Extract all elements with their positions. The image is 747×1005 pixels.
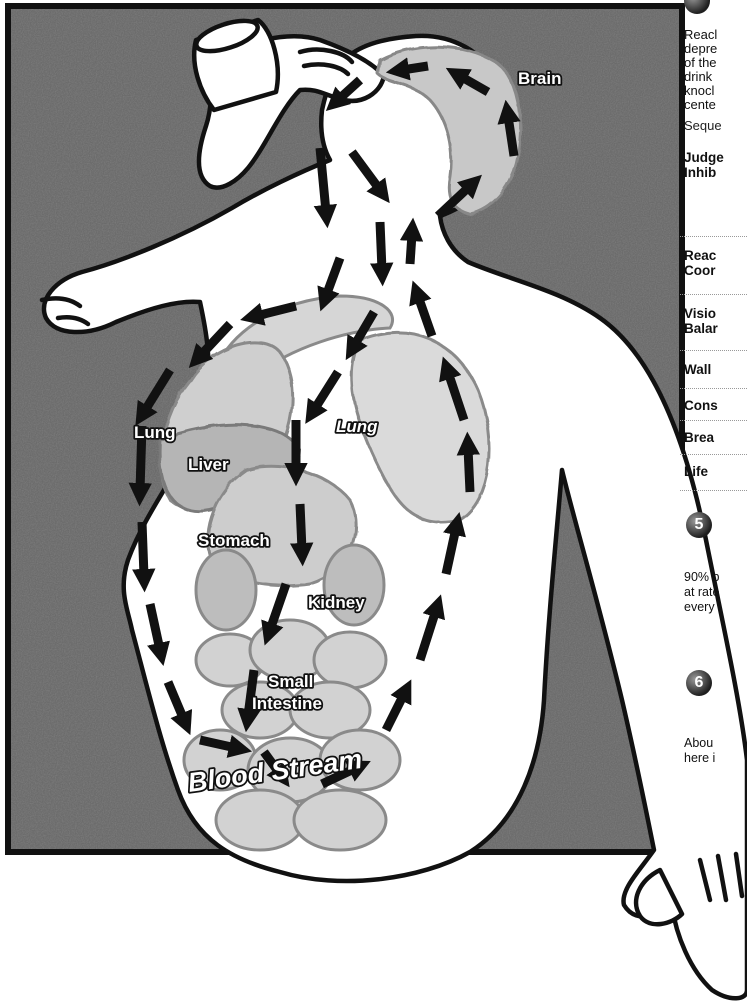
section-5-line: 90% b [684, 570, 719, 585]
stage-line: Visio [684, 306, 718, 321]
intro-line: cente [684, 98, 747, 112]
stage-line: Brea [684, 430, 714, 445]
stage-line: Judge [684, 150, 724, 165]
label-lung-right: Lung [134, 423, 176, 442]
stage-consciousness: Cons [684, 398, 718, 413]
arrow [402, 66, 428, 70]
stage-life: Life [684, 464, 708, 479]
section-5-text: 90% b at rate every [684, 570, 719, 615]
stage-line: Cons [684, 398, 718, 413]
intro-line: depre [684, 42, 747, 56]
arrow [300, 504, 302, 550]
stage-vision: Visio Balar [684, 306, 718, 336]
kidney-organ-left [196, 550, 256, 630]
label-liver: Liver [188, 455, 229, 474]
arrow [508, 116, 514, 156]
label-brain: Brain [518, 69, 561, 88]
intro-paragraph: Reacl depre of the drink knocl cente [684, 28, 747, 112]
stage-breathing: Brea [684, 430, 714, 445]
divider [680, 420, 747, 421]
section-5-badge: 5 [686, 512, 712, 538]
section-5-line: every [684, 600, 719, 615]
arrow [468, 448, 470, 492]
label-small-intestine-line2: Intestine [252, 694, 322, 713]
stage-walking: Wall [684, 362, 711, 377]
sequence-label: Seque [684, 118, 722, 133]
stage-line: Life [684, 464, 708, 479]
label-lung-left: Lung [336, 417, 378, 436]
stage-line: Coor [684, 263, 716, 278]
section-number-badge [684, 0, 710, 14]
stage-line: Balar [684, 321, 718, 336]
section-6-line: here i [684, 751, 715, 766]
stage-line: Wall [684, 362, 711, 377]
section-5-line: at rate [684, 585, 719, 600]
section-6-badge: 6 [686, 670, 712, 696]
divider [680, 236, 747, 237]
intro-line: Reacl [684, 28, 747, 42]
section-6-text: Abou here i [684, 736, 715, 766]
intro-line: drink [684, 70, 747, 84]
label-stomach: Stomach [198, 531, 270, 550]
stage-reaction: Reac Coor [684, 248, 716, 278]
arrow [142, 522, 144, 576]
divider [680, 294, 747, 295]
kidney-organ-right [324, 545, 384, 625]
divider [680, 388, 747, 389]
section-6-line: Abou [684, 736, 715, 751]
label-kidney: Kidney [308, 593, 365, 612]
stage-judgement: Judge Inhib [684, 150, 724, 180]
divider [680, 350, 747, 351]
stage-line: Reac [684, 248, 716, 263]
intro-line: knocl [684, 84, 747, 98]
divider [680, 454, 747, 455]
label-small-intestine-line1: Small [268, 672, 313, 691]
intro-line: of the [684, 56, 747, 70]
arrow [380, 222, 382, 270]
arrow [320, 148, 326, 212]
divider [680, 490, 747, 491]
arrow [410, 234, 412, 264]
info-sidebar: Reacl depre of the drink knocl cente Seq… [680, 0, 747, 1005]
stage-line: Inhib [684, 165, 724, 180]
